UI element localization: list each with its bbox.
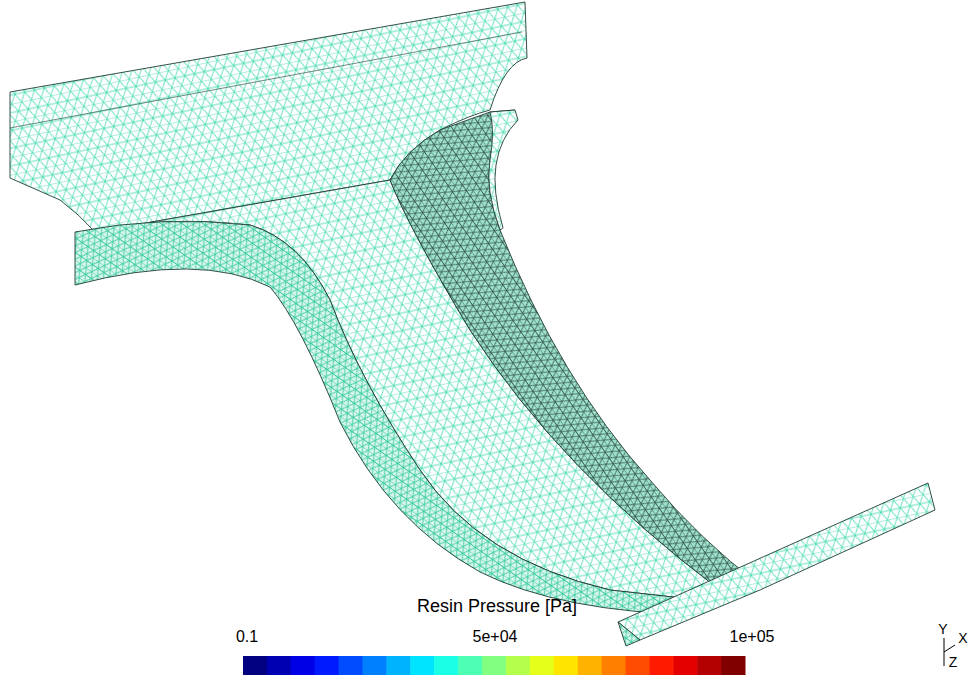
colorbar-block <box>554 656 578 675</box>
colorbar-block <box>267 656 291 675</box>
colorbar-block <box>458 656 482 675</box>
rib <box>390 110 760 590</box>
tick-label: 1e+05 <box>730 628 775 646</box>
colorbar-block <box>625 656 649 675</box>
flange-crease <box>10 32 522 128</box>
tick-label: 5e+04 <box>473 628 518 646</box>
axis-label: X <box>958 630 967 646</box>
colorbar <box>243 656 746 675</box>
colorbar-block <box>410 656 434 675</box>
colorbar-block <box>649 656 673 675</box>
colorbar-block <box>434 656 458 675</box>
colorbar-block <box>291 656 315 675</box>
colorbar-block <box>363 656 387 675</box>
bottom-flange <box>618 483 935 640</box>
axis-label: Z <box>949 654 958 670</box>
colorbar-block <box>578 656 602 675</box>
tick-label: 0.1 <box>236 628 258 646</box>
axis-label: Y <box>938 621 947 637</box>
colorbar-block <box>243 656 267 675</box>
colorbar-block <box>673 656 697 675</box>
colorbar-block <box>721 656 745 675</box>
colorbar-block <box>339 656 363 675</box>
bottom-flange-lip <box>618 622 640 646</box>
colorbar-block <box>386 656 410 675</box>
colorbar-title: Resin Pressure [Pa] <box>417 596 577 617</box>
colorbar-block <box>530 656 554 675</box>
colorbar-block <box>506 656 530 675</box>
colorbar-block <box>697 656 721 675</box>
colorbar-block <box>482 656 506 675</box>
rib-lip <box>489 110 518 230</box>
colorbar-block <box>602 656 626 675</box>
side-wall <box>75 221 700 615</box>
colorbar-block <box>315 656 339 675</box>
